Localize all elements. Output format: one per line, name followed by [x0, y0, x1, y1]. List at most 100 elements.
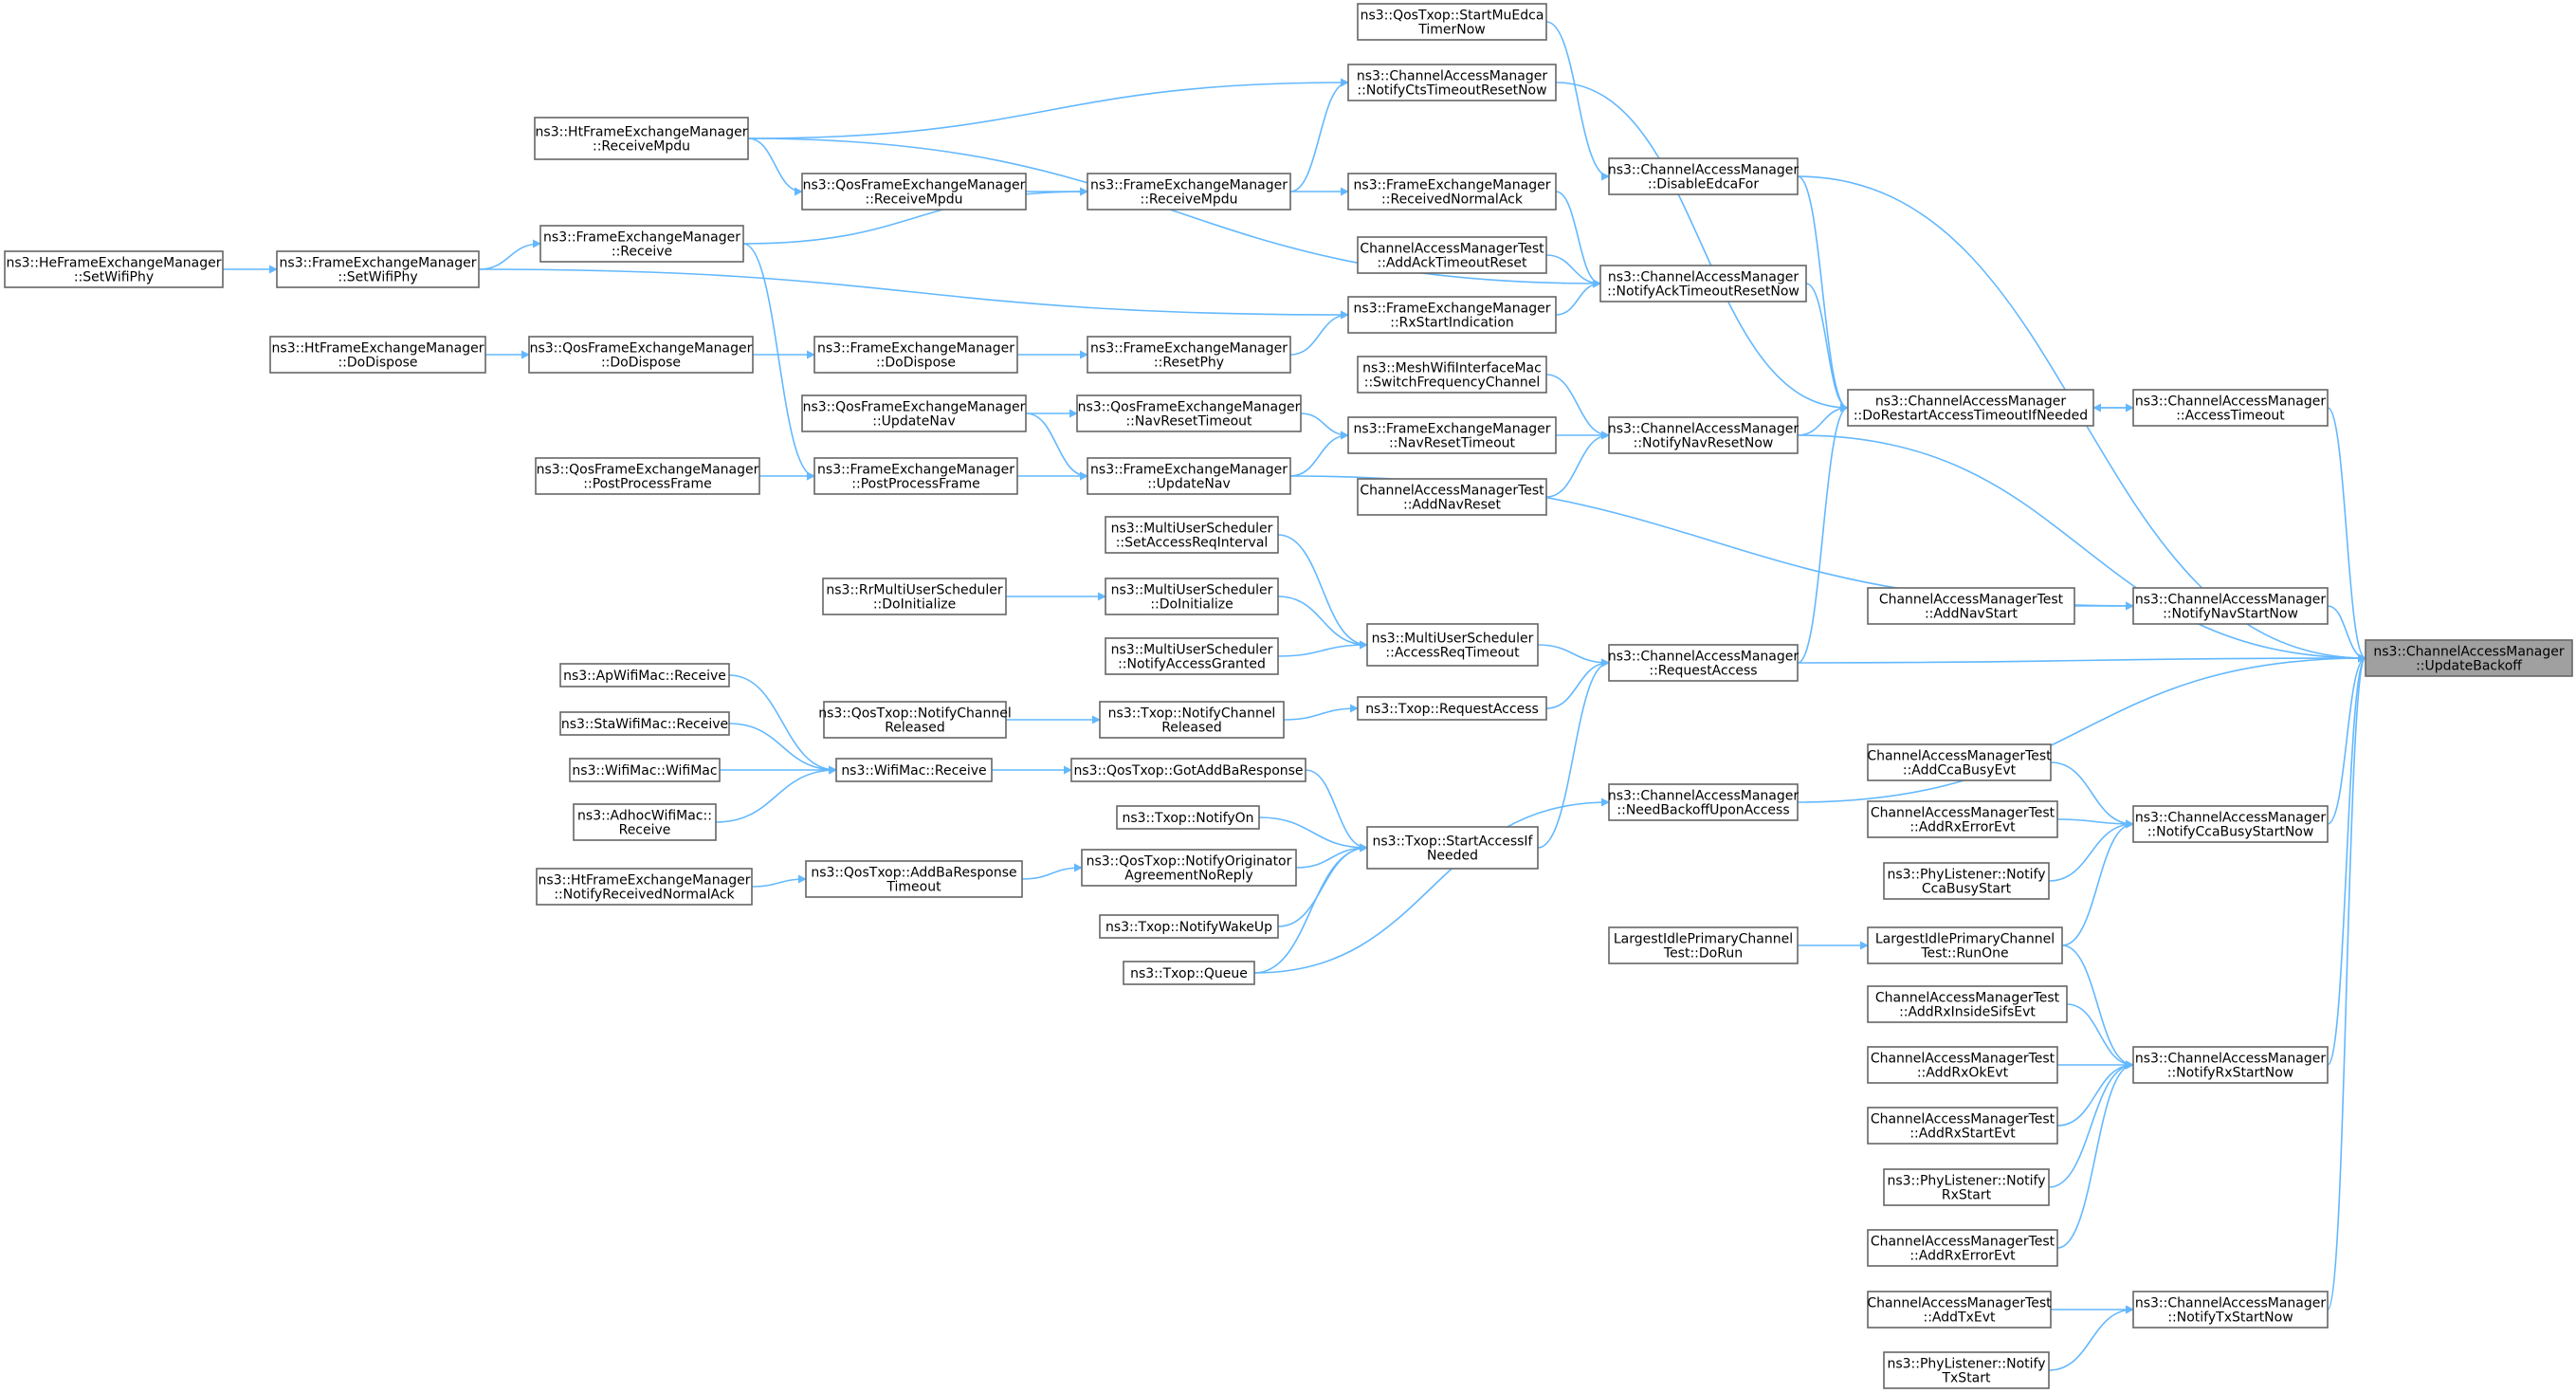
node-notifycts[interactable]: ns3::ChannelAccessManager::NotifyCtsTime… [1347, 64, 1557, 101]
node-mudoinit[interactable]: ns3::MultiUserScheduler::DoInitialize [1105, 577, 1279, 615]
node-fepostprocess[interactable]: ns3::FrameExchangeManager::PostProcessFr… [813, 457, 1018, 495]
node-wifimacwifimac[interactable]: ns3::WifiMac::WifiMac [569, 758, 721, 782]
node-box[interactable] [1867, 985, 2068, 1023]
node-hesetwifiphy[interactable]: ns3::HeFrameExchangeManager::SetWifiPhy [4, 250, 224, 288]
node-box[interactable] [1357, 696, 1547, 721]
node-box[interactable] [1883, 862, 2050, 900]
node-updatebackoff[interactable]: ns3::ChannelAccessManager::UpdateBackoff [2365, 639, 2573, 677]
node-addrxok[interactable]: ChannelAccessManagerTest::AddRxOkEvt [1867, 1046, 2058, 1084]
node-needbackoff[interactable]: ns3::ChannelAccessManager::NeedBackoffUp… [1608, 783, 1800, 821]
node-box[interactable] [1366, 623, 1539, 667]
node-adhocreceive[interactable]: ns3::AdhocWifiMac::Receive [573, 803, 717, 841]
node-fedodispose[interactable]: ns3::FrameExchangeManager::DoDispose [813, 336, 1018, 374]
node-box[interactable] [569, 758, 721, 782]
node-addnavstart[interactable]: ChannelAccessManagerTest::AddNavStart [1867, 587, 2075, 625]
node-box[interactable] [1347, 416, 1557, 454]
node-box[interactable] [2132, 1046, 2329, 1084]
node-notifyorigagree[interactable]: ns3::QosTxop::NotifyOriginatorAgreementN… [1081, 849, 1297, 887]
node-box[interactable] [1867, 743, 2052, 781]
node-box[interactable] [1883, 1168, 2050, 1206]
node-stareceive[interactable]: ns3::StaWifiMac::Receive [559, 711, 730, 736]
node-wifimacreceive[interactable]: ns3::WifiMac::Receive [835, 758, 993, 782]
node-box[interactable] [1357, 478, 1547, 516]
node-meshswitch[interactable]: ns3::MeshWifiInterfaceMac::SwitchFrequen… [1357, 356, 1547, 394]
node-box[interactable] [1867, 1229, 2058, 1267]
node-box[interactable] [528, 336, 754, 374]
node-notifyccabusy[interactable]: ns3::ChannelAccessManager::NotifyCcaBusy… [2132, 805, 2329, 843]
node-box[interactable] [1867, 1107, 2058, 1145]
node-box[interactable] [801, 394, 1027, 432]
node-box[interactable] [1608, 157, 1799, 195]
node-phyrxstart[interactable]: ns3::PhyListener::NotifyRxStart [1883, 1168, 2050, 1206]
node-box[interactable] [276, 250, 480, 288]
node-box[interactable] [1357, 236, 1547, 274]
node-txoprequestaccess[interactable]: ns3::Txop::RequestAccess [1357, 696, 1547, 721]
node-phyccabusy[interactable]: ns3::PhyListener::NotifyCcaBusyStart [1883, 862, 2050, 900]
node-box[interactable] [1087, 457, 1291, 495]
node-notifynavreset[interactable]: ns3::ChannelAccessManager::NotifyNavRese… [1608, 416, 1800, 454]
node-box[interactable] [2132, 805, 2329, 843]
node-box[interactable] [573, 803, 717, 841]
node-box[interactable] [534, 117, 749, 160]
node-box[interactable] [2132, 389, 2329, 427]
node-box[interactable] [823, 701, 1007, 739]
node-box[interactable] [4, 250, 224, 288]
node-addccabusy[interactable]: ChannelAccessManagerTest::AddCcaBusyEvt [1867, 743, 2052, 781]
node-box[interactable] [269, 336, 486, 374]
node-fenavreset[interactable]: ns3::FrameExchangeManager::NavResetTimeo… [1347, 416, 1557, 454]
node-setaccessreq[interactable]: ns3::MultiUserScheduler::SetAccessReqInt… [1105, 516, 1279, 554]
node-ferecvmpdu[interactable]: ns3::FrameExchangeManager::ReceiveMpdu [1087, 173, 1291, 211]
node-addnavreset[interactable]: ChannelAccessManagerTest::AddNavReset [1357, 478, 1547, 516]
node-box[interactable] [805, 860, 1023, 898]
node-addrxstart[interactable]: ChannelAccessManagerTest::AddRxStartEvt [1867, 1107, 2058, 1145]
node-addrxinsidesifs[interactable]: ChannelAccessManagerTest::AddRxInsideSif… [1867, 985, 2068, 1023]
node-box[interactable] [535, 457, 760, 495]
node-recvnormalack[interactable]: ns3::FrameExchangeManager::ReceivedNorma… [1347, 173, 1557, 211]
node-qosrecvmpdu[interactable]: ns3::QosFrameExchangeManager::ReceiveMpd… [801, 173, 1027, 211]
node-qosnavreset[interactable]: ns3::QosFrameExchangeManager::NavResetTi… [1076, 394, 1302, 432]
node-box[interactable] [1347, 173, 1557, 211]
node-box[interactable] [1357, 356, 1547, 394]
node-box[interactable] [1847, 389, 2094, 427]
node-box[interactable] [1116, 805, 1260, 830]
node-addtxevt[interactable]: ChannelAccessManagerTest::AddTxEvt [1867, 1291, 2052, 1329]
node-fereceive[interactable]: ns3::FrameExchangeManager::Receive [539, 225, 744, 263]
node-addacktimeout[interactable]: ChannelAccessManagerTest::AddAckTimeoutR… [1357, 236, 1547, 274]
node-accesstimeout[interactable]: ns3::ChannelAccessManager::AccessTimeout [2132, 389, 2329, 427]
node-box[interactable] [1608, 783, 1799, 821]
node-box[interactable] [1070, 758, 1306, 782]
node-htnotifyrecvack[interactable]: ns3::HtFrameExchangeManager::NotifyRecei… [536, 868, 753, 906]
node-box[interactable] [1123, 961, 1255, 985]
node-box[interactable] [539, 225, 744, 263]
node-box[interactable] [801, 173, 1027, 211]
node-phytxstart[interactable]: ns3::PhyListener::NotifyTxStart [1883, 1351, 2050, 1389]
node-box[interactable] [536, 868, 753, 906]
node-box[interactable] [1608, 416, 1799, 454]
node-muaccessgranted[interactable]: ns3::MultiUserScheduler::NotifyAccessGra… [1105, 637, 1279, 675]
node-box[interactable] [813, 336, 1018, 374]
node-box[interactable] [559, 663, 730, 687]
node-box[interactable] [1105, 577, 1279, 615]
node-dorestart[interactable]: ns3::ChannelAccessManager::DoRestartAcce… [1847, 389, 2094, 427]
node-box[interactable] [1347, 296, 1557, 334]
node-feupdatenav[interactable]: ns3::FrameExchangeManager::UpdateNav [1087, 457, 1291, 495]
node-muaccessreqto[interactable]: ns3::MultiUserScheduler::AccessReqTimeou… [1366, 623, 1539, 667]
node-box[interactable] [2132, 1291, 2329, 1329]
node-htrecvmpdu[interactable]: ns3::HtFrameExchangeManager::ReceiveMpdu [534, 117, 749, 160]
node-apreceive[interactable]: ns3::ApWifiMac::Receive [559, 663, 730, 687]
node-fesetwifiphy[interactable]: ns3::FrameExchangeManager::SetWifiPhy [276, 250, 480, 288]
node-box[interactable] [1599, 265, 1807, 302]
node-feresetphy[interactable]: ns3::FrameExchangeManager::ResetPhy [1087, 336, 1291, 374]
node-box[interactable] [1105, 637, 1279, 675]
node-box[interactable] [1087, 336, 1291, 374]
node-box[interactable] [1081, 849, 1297, 887]
node-txopnotifyon[interactable]: ns3::Txop::NotifyOn [1116, 805, 1260, 830]
node-qosupdatenav[interactable]: ns3::QosFrameExchangeManager::UpdateNav [801, 394, 1027, 432]
node-box[interactable] [1347, 64, 1557, 101]
node-box[interactable] [1608, 926, 1799, 964]
